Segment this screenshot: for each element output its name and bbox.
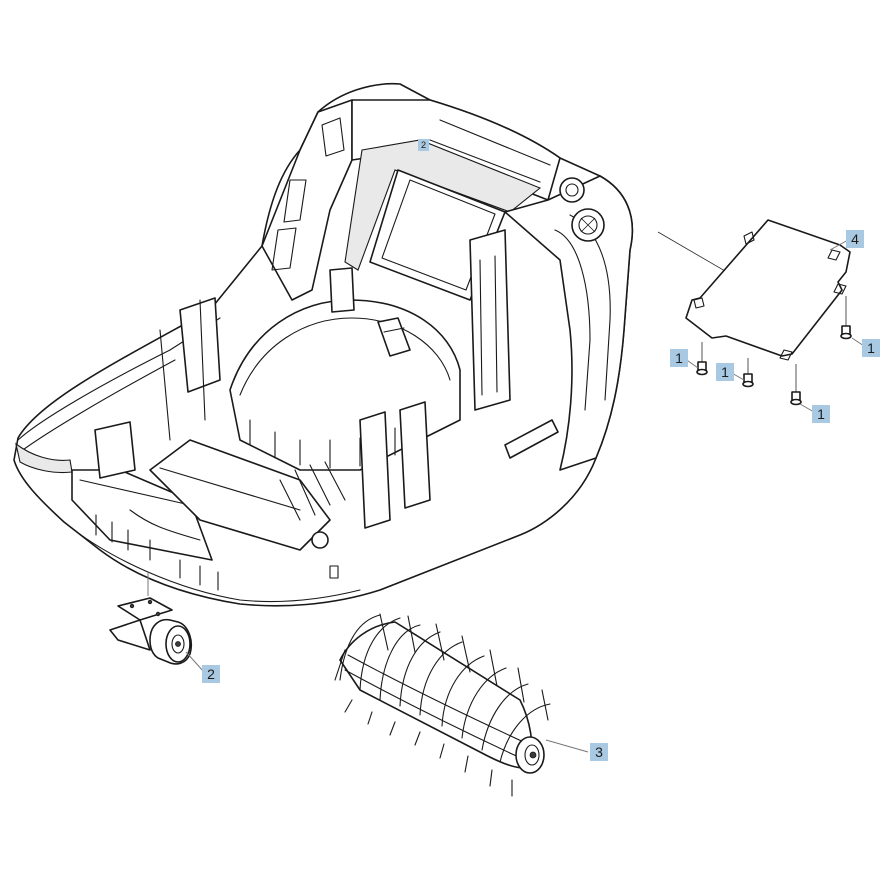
caster-wheel bbox=[109, 572, 205, 673]
cover-plate bbox=[657, 219, 851, 361]
main-housing bbox=[13, 82, 634, 607]
callout-part-2-wheel: 2 bbox=[202, 665, 220, 683]
screws bbox=[683, 296, 865, 413]
brush-roller bbox=[334, 613, 589, 797]
callout-part-3-brush: 3 bbox=[590, 743, 608, 761]
callout-part-1-right: 1 bbox=[862, 339, 880, 357]
callout-part-1-left: 1 bbox=[670, 349, 688, 367]
callout-part-1-middle: 1 bbox=[716, 363, 734, 381]
callout-part-4: 4 bbox=[846, 230, 864, 248]
callout-part-1-bottom: 1 bbox=[812, 405, 830, 423]
callout-part-2-inset: 2 bbox=[418, 139, 429, 151]
